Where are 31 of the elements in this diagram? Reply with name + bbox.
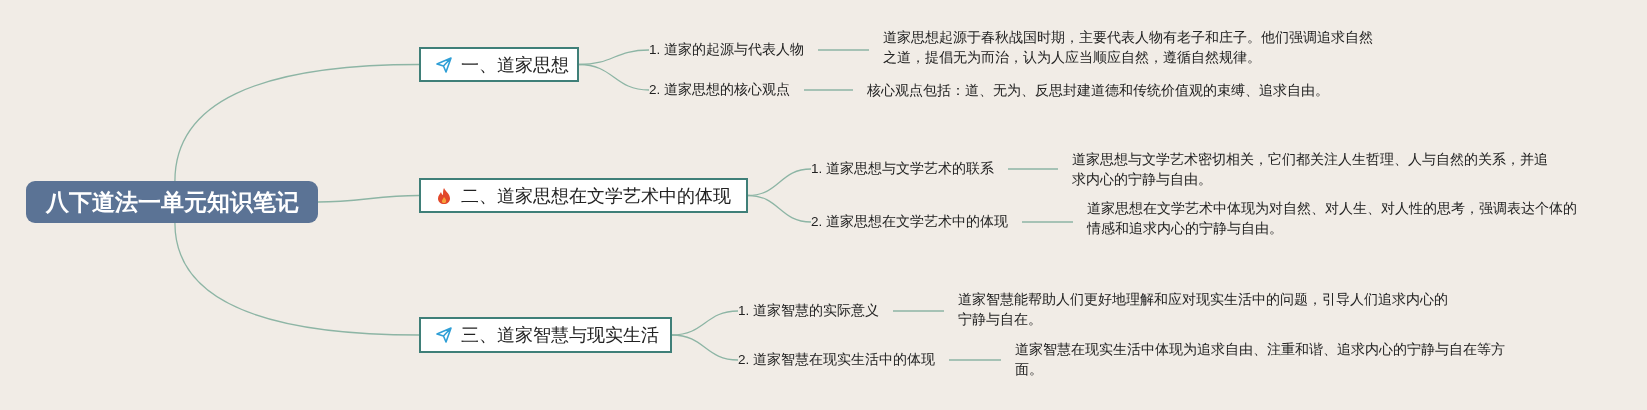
connector-line [948,359,1002,361]
subtopic-text: 1. 道家的起源与代表人物 [649,41,804,59]
subtopic-text: 1. 道家智慧的实际意义 [738,302,879,320]
note-text: 道家智慧在现实生活中体现为追求自由、注重和谐、追求内心的宁静与自在等方面。 [1015,340,1510,380]
connector-line [892,310,945,312]
connector-line [1021,221,1074,223]
note-text: 道家智慧能帮助人们更好地理解和应对现实生活中的问题，引导人们追求内心的宁静与自在。 [958,290,1453,330]
note-text: 道家思想起源于春秋战国时期，主要代表人物有老子和庄子。他们强调追求自然之道，提倡无为而治，认为人应当顺应自然，遵循自然规律。 [883,28,1378,68]
subtopic-text: 2. 道家思想的核心观点 [649,81,790,99]
subtopic-text: 1. 道家思想与文学艺术的联系 [811,160,994,178]
connector-line [671,334,739,361]
topic-box [419,317,672,353]
topic-title: 三、道家智慧与现实生活 [461,324,659,347]
connector-line [317,194,420,203]
note-text: 核心观点包括：道、无为、反思封建道德和传统价值观的束缚、追求自由。 [867,81,1387,101]
topic-box [419,178,748,213]
connector-line [174,63,420,182]
note-text: 道家思想在文学艺术中体现为对自然、对人生、对人性的思考，强调表达个体的情感和追求内心的宁静与自由。 [1087,199,1582,239]
topic-title: 一、道家思想 [461,53,569,77]
connector-line [747,194,812,223]
connector-line [803,89,854,91]
connector-line [174,222,420,336]
connector-line [578,63,650,91]
connector-line [817,49,870,51]
topic-box [419,47,579,82]
central-topic-box: 八下道法一单元知识笔记 [26,181,318,223]
topic-title: 二、道家思想在文学艺术中的体现 [461,184,731,208]
note-text: 道家思想与文学艺术密切相关，它们都关注人生哲理、人与自然的关系，并追求内心的宁静与自由。 [1072,150,1557,190]
subtopic-text: 2. 道家思想在文学艺术中的体现 [811,213,1008,231]
subtopic-text: 2. 道家智慧在现实生活中的体现 [738,351,935,369]
connector-line [1007,168,1059,170]
